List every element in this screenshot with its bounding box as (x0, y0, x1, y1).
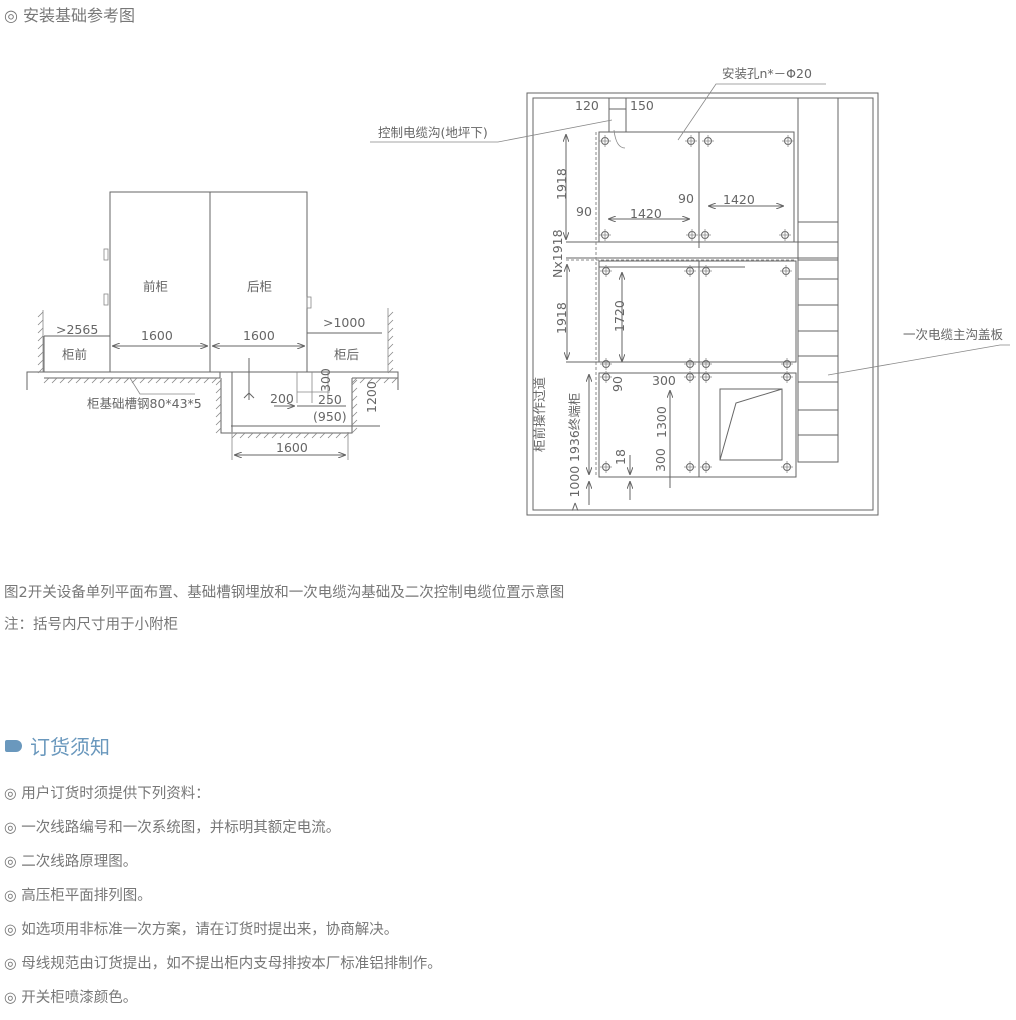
mount-hole-icon (684, 265, 696, 277)
list-item: ◎ 如选项用非标准一次方案，请在订货时提出来，协商解决。 (4, 922, 399, 938)
list-item: ◎ 母线规范由订货提出，如不提出柜内支母排按本厂标准铝排制作。 (4, 956, 442, 972)
dim-1420-right: 1420 (723, 192, 755, 207)
dim-18: 18 (613, 449, 628, 465)
mount-hole-icon (781, 371, 793, 383)
dim-120: 120 (575, 98, 599, 113)
rear-cabinet-outline (209, 191, 308, 373)
list-item: ◎ 开关柜喷漆颜色。 (4, 990, 138, 1006)
front-width-dim: 1600 (141, 328, 173, 343)
list-item: ◎ 高压柜平面排列图。 (4, 888, 152, 904)
dim-200: 200 (270, 391, 294, 406)
mount-hole-icon (685, 135, 697, 147)
list-item: ◎ 一次线路编号和一次系统图，并标明其额定电流。 (4, 820, 341, 836)
mount-hole-icon (700, 461, 712, 473)
list-item: ◎ 用户订货时须提供下列资料： (4, 786, 210, 802)
dim-90-left: 90 (576, 204, 592, 219)
mount-hole-icon (599, 229, 611, 241)
dim-300-bottom: 300 (653, 448, 668, 472)
front-cabinet-label: 前柜 (143, 279, 168, 294)
installation-foundation-drawing: 前柜 后柜 >2565 柜前 1600 1600 >1000 柜后 柜基础槽钢8… (26, 66, 1010, 516)
ordering-heading: 订货须知 (5, 731, 110, 760)
figure-caption: 图2开关设备单列平面布置、基础槽钢埋放和一次电缆沟基础及二次控制电缆位置示意图 (4, 585, 565, 601)
end-cabinet-label: 1936终端柜 (567, 393, 582, 462)
rear-area-label: 柜后 (334, 347, 359, 362)
mount-hole-label: 安装孔n*－Φ20 (722, 66, 812, 81)
mount-hole-icon (684, 461, 696, 473)
figure-note: 注：括号内尺寸用于小附柜 (4, 617, 178, 633)
mount-hole-icon (781, 358, 793, 370)
mount-hole-icon (700, 358, 712, 370)
rear-cabinet-label: 后柜 (247, 279, 272, 294)
dim-150: 150 (630, 98, 654, 113)
dim-300: 300 (318, 368, 333, 392)
mount-hole-icon (782, 135, 794, 147)
mount-hole-icon (700, 265, 712, 277)
dim-1000: > 1000 (567, 466, 582, 512)
heading-bullet-icon (5, 739, 22, 752)
mount-hole-icon (779, 229, 791, 241)
mount-hole-icon (599, 135, 611, 147)
mount-hole-icon (781, 461, 793, 473)
mount-hole-icon (780, 265, 792, 277)
front-aisle-label: 柜前操作过道 (532, 376, 547, 452)
list-item: ◎ 二次线路原理图。 (4, 854, 138, 870)
dim-1200: 1200 (364, 381, 379, 413)
section-view: 前柜 后柜 >2565 柜前 1600 1600 >1000 柜后 柜基础槽钢8… (26, 191, 399, 460)
dim-1720: 1720 (612, 300, 627, 332)
mount-hole-icon (600, 358, 612, 370)
trench-width-dim: 1600 (276, 440, 308, 455)
dim-1420-left: 1420 (630, 206, 662, 221)
front-area-label: 柜前 (62, 347, 87, 362)
dim-950: (950) (313, 409, 347, 424)
mount-hole-icon (684, 371, 696, 383)
dim-n-1918: Nx1918 (550, 229, 565, 278)
main-trench-cover-label: 一次电缆主沟盖板 (903, 327, 1004, 342)
rear-width-dim: 1600 (243, 328, 275, 343)
dim-1918-mid: 1918 (554, 302, 569, 334)
dim-1300: 1300 (654, 406, 669, 438)
mount-hole-icon (600, 461, 612, 473)
dim-90-mid: 90 (678, 191, 694, 206)
plan-view: 安装孔n*－Φ20 控制电缆沟(地坪下) 一次电缆主沟盖板 120 150 19… (370, 66, 1010, 516)
mount-hole-icon (600, 265, 612, 277)
control-cable-trench-label: 控制电缆沟(地坪下) (378, 125, 488, 140)
dim-90-bottom: 90 (610, 376, 625, 392)
ordering-heading-text: 订货须知 (30, 735, 110, 759)
mount-hole-icon (702, 135, 714, 147)
mount-hole-icon (700, 371, 712, 383)
dim-300-top: 300 (652, 373, 676, 388)
section-title: ◎ 安装基础参考图 (4, 6, 136, 25)
dim-250: 250 (318, 392, 342, 407)
dim-1918-top: 1918 (554, 168, 569, 200)
ordering-list: ◎ 用户订货时须提供下列资料： ◎ 一次线路编号和一次系统图，并标明其额定电流。… (4, 782, 442, 1020)
channel-steel-label: 柜基础槽钢80*43*5 (87, 396, 202, 411)
mount-hole-icon (699, 229, 711, 241)
mount-hole-icon (686, 229, 698, 241)
front-clearance-dim: >2565 (56, 322, 98, 337)
mount-hole-icon (684, 358, 696, 370)
mount-hole-icon (600, 371, 612, 383)
rear-clearance-dim: >1000 (323, 315, 365, 330)
